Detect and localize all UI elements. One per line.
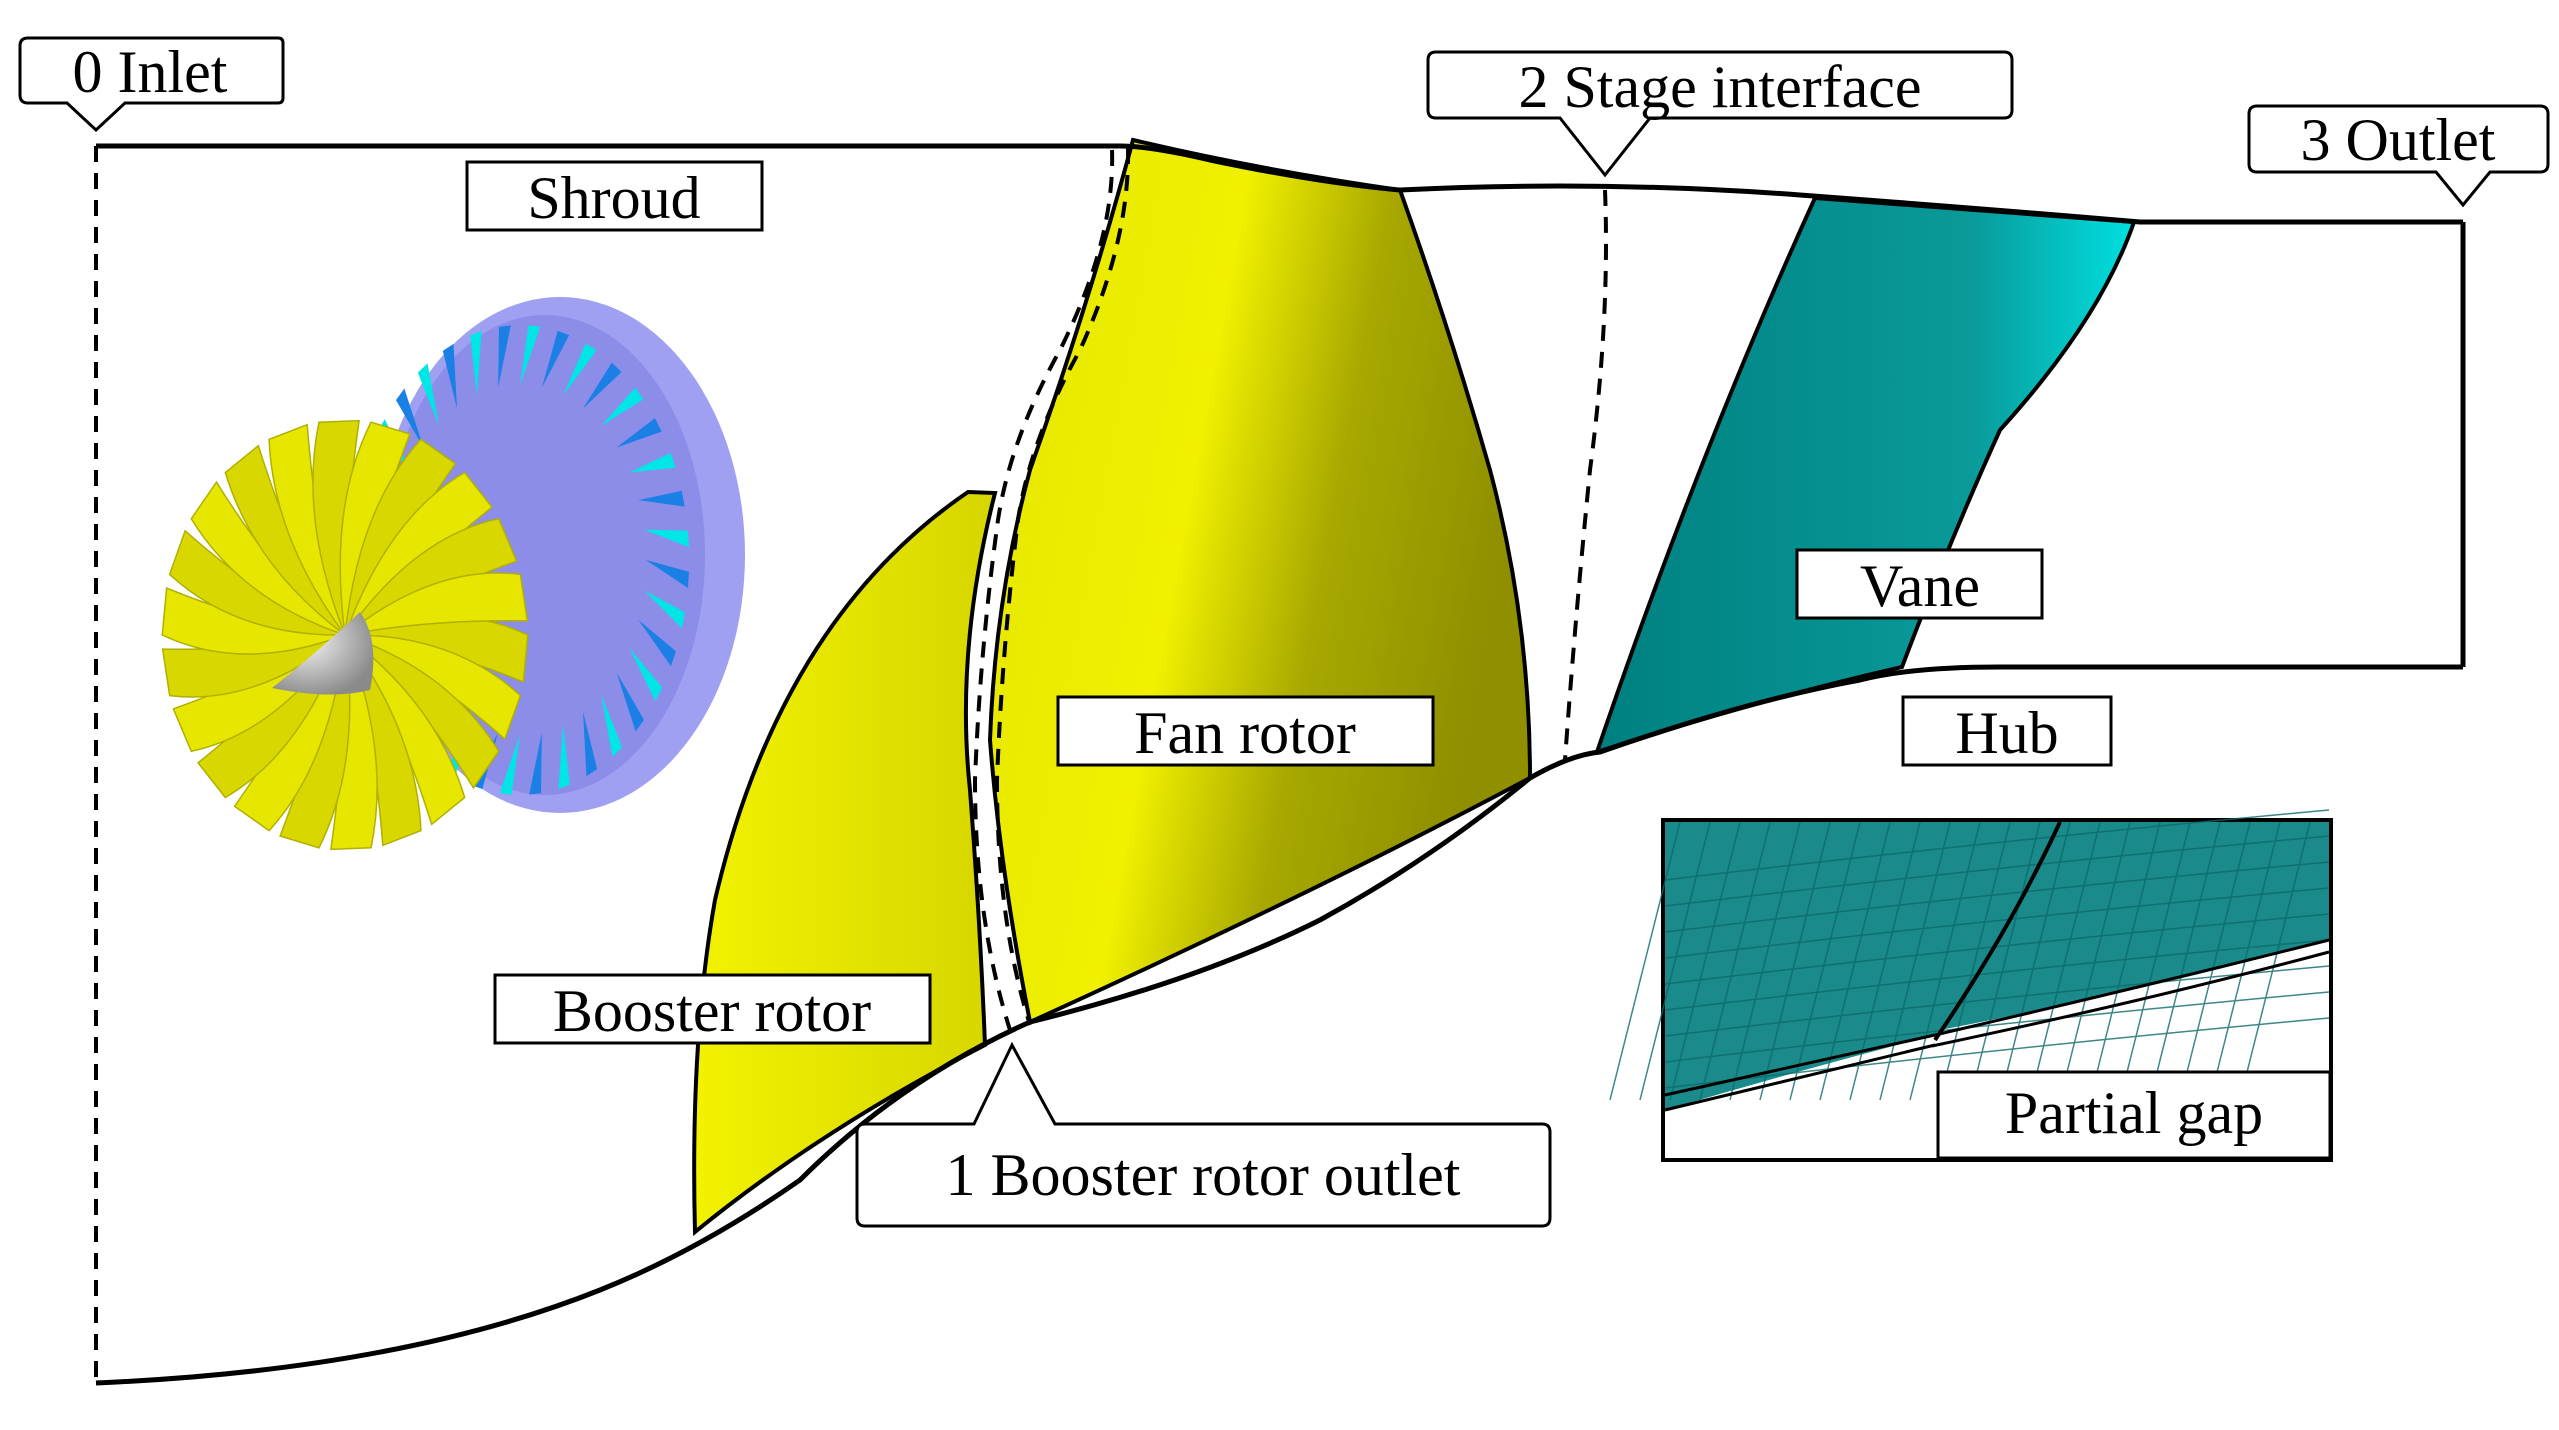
stator-blade xyxy=(520,325,541,385)
inset-blade-edge xyxy=(1933,821,2062,1042)
shroud-label-box xyxy=(465,160,764,232)
vane-label: Vane xyxy=(1860,553,1980,619)
stator-blade xyxy=(646,560,689,589)
fan-blade xyxy=(344,572,529,636)
booster-rotor-label-box xyxy=(493,973,932,1045)
stage-interface-callout xyxy=(1426,50,2014,178)
fan-blade-ring xyxy=(161,419,529,851)
booster-rotor-outlet-label: 1 Booster rotor outlet xyxy=(946,1142,1461,1208)
outlet-callout xyxy=(2247,104,2550,208)
stator-blade xyxy=(638,619,676,667)
stator-blade xyxy=(583,362,622,409)
outlet-label: 3 Outlet xyxy=(2301,107,2496,173)
inset-shroud-gap-line xyxy=(1931,950,2330,1048)
inlet-callout xyxy=(18,36,285,133)
stator-blade xyxy=(558,724,570,789)
stage-interface-label: 2 Stage interface xyxy=(1518,54,1921,120)
turbofan-3d-illustration xyxy=(161,297,745,851)
stator-blade xyxy=(644,590,685,629)
partial-gap-label: Partial gap xyxy=(2005,1080,2263,1146)
stator-blade xyxy=(541,330,570,388)
fan-rotor-label: Fan rotor xyxy=(1134,700,1356,766)
booster-rotor-blade xyxy=(692,489,998,1237)
fan-rotor-label-box xyxy=(1056,695,1435,767)
stator-blade xyxy=(395,388,424,448)
stator-blade xyxy=(638,490,685,507)
booster-rotor-outlet-callout xyxy=(855,1041,1552,1228)
stator-blade xyxy=(644,529,689,548)
fan-rotor-blade xyxy=(987,137,1533,1025)
stator-blade xyxy=(417,363,440,426)
stator-blade xyxy=(583,711,598,777)
stator-blade xyxy=(563,343,597,396)
inlet-label: 0 Inlet xyxy=(73,39,228,105)
stator-blade xyxy=(600,694,623,757)
stator-blade xyxy=(629,452,676,473)
partial-gap-inset: Partial gap xyxy=(1609,809,2333,1162)
stage-interface-boundary xyxy=(1563,189,1608,761)
spinner-cone xyxy=(272,612,374,695)
stator-blade xyxy=(442,343,457,409)
stator-blade xyxy=(600,387,644,426)
hub-label-box xyxy=(1901,695,2113,767)
booster-rotor-label: Booster rotor xyxy=(553,978,871,1044)
stator-blade xyxy=(498,325,511,388)
shroud-line xyxy=(96,143,2463,225)
inset-mesh-region xyxy=(1665,822,2329,1110)
shroud-label: Shroud xyxy=(527,165,700,231)
vane-label-box xyxy=(1795,548,2044,620)
stator-blade xyxy=(529,732,542,795)
booster-rotor-outlet-boundary-b xyxy=(994,147,1131,1026)
booster-rotor-outlet-boundary-a xyxy=(972,149,1115,1031)
stator-blade xyxy=(616,672,645,732)
hub-label: Hub xyxy=(1955,700,2058,766)
stator-blade xyxy=(470,331,482,396)
stator-blade xyxy=(499,735,520,795)
stator-blade xyxy=(616,418,662,448)
hub-line xyxy=(95,664,2463,1386)
stator-blade xyxy=(629,647,663,702)
